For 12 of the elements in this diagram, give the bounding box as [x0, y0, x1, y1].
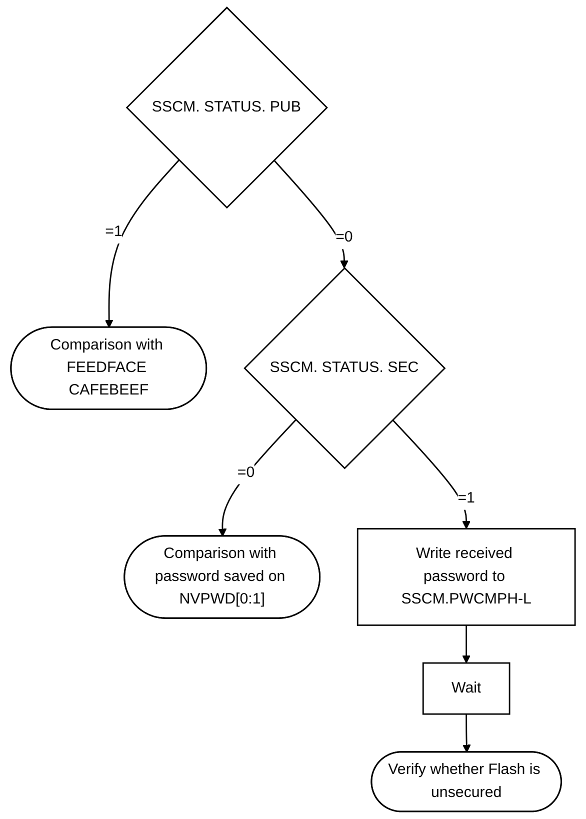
arrow: [273, 160, 348, 269]
edge-label: =1: [458, 490, 475, 506]
arrow: [462, 625, 470, 664]
edge-label: =1: [105, 224, 122, 240]
node-box: Wait: [422, 662, 510, 715]
arrow: [218, 419, 296, 537]
node-diamond: SSCM. STATUS. PUB: [126, 6, 328, 209]
arrow: [392, 419, 470, 530]
node-box: Write received password to SSCM.PWCMPH-L: [356, 528, 576, 626]
edge-label: =0: [336, 229, 353, 246]
arrow: [462, 714, 471, 753]
arrow: [104, 160, 180, 328]
